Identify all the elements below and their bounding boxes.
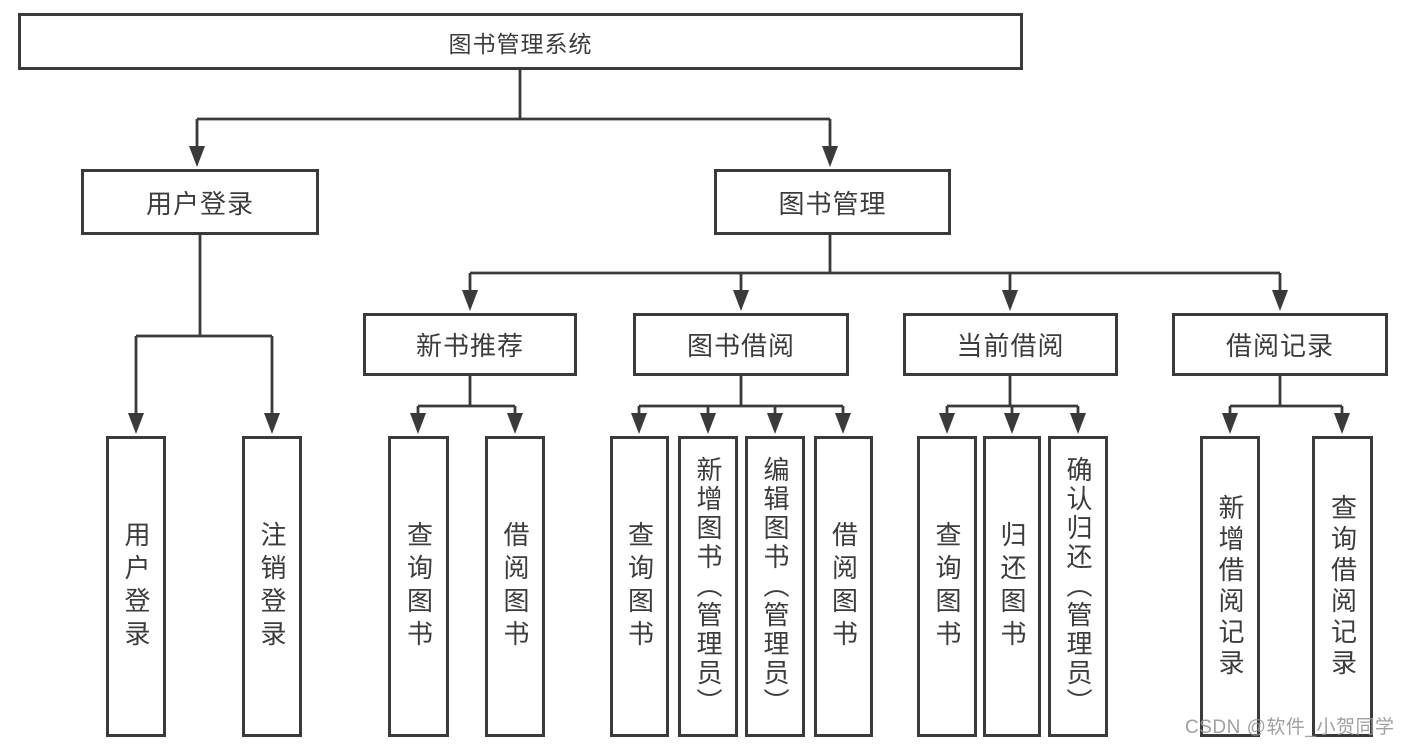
node-new-book-recommend: 新书推荐 [363, 313, 577, 376]
leaf-confirm-return-admin: 确认归还（管理员） [1048, 436, 1108, 737]
node-borrow-records: 借阅记录 [1172, 313, 1388, 376]
node-book-management-label: 图书管理 [778, 188, 887, 219]
csdn-watermark: CSDN @软件_小贺同学 [1185, 717, 1395, 738]
leaf-query-books-current-label: 查询图书 [932, 520, 962, 653]
leaf-query-books-borrow: 查询图书 [610, 436, 669, 737]
node-current-borrow: 当前借阅 [903, 313, 1118, 376]
leaf-return-books-label: 归还图书 [997, 520, 1027, 653]
node-book-borrow-label: 图书借阅 [686, 331, 795, 361]
leaf-return-books: 归还图书 [983, 436, 1041, 737]
node-user-login: 用户登录 [81, 169, 319, 235]
leaf-borrow-books-recommend: 借阅图书 [485, 436, 545, 737]
leaf-borrow-books: 借阅图书 [814, 436, 873, 737]
leaf-logout: 注销登录 [242, 436, 302, 737]
leaf-borrow-books-label: 借阅图书 [828, 520, 859, 653]
leaf-confirm-return-admin-label: 确认归还（管理员） [1063, 456, 1093, 717]
node-library-system: 图书管理系统 [18, 13, 1023, 70]
node-current-borrow-label: 当前借阅 [956, 331, 1065, 361]
node-new-book-recommend-label: 新书推荐 [415, 331, 524, 361]
node-library-system-label: 图书管理系统 [448, 30, 593, 57]
node-user-login-label: 用户登录 [145, 188, 254, 219]
leaf-add-book-admin: 新增图书（管理员） [678, 436, 738, 737]
leaf-user-login: 用户登录 [106, 436, 166, 737]
leaf-query-borrow-record: 查询借阅记录 [1312, 436, 1373, 737]
leaf-query-books-recommend-label: 查询图书 [403, 520, 434, 653]
leaf-user-login-label: 用户登录 [121, 520, 151, 653]
leaf-query-borrow-record-label: 查询借阅记录 [1327, 493, 1358, 680]
leaf-query-books-current: 查询图书 [917, 436, 977, 737]
leaf-edit-book-admin: 编辑图书（管理员） [745, 436, 805, 737]
node-book-borrow: 图书借阅 [633, 313, 849, 376]
leaf-query-books-recommend: 查询图书 [388, 436, 449, 737]
leaf-add-book-admin-label: 新增图书（管理员） [693, 456, 723, 717]
node-book-management: 图书管理 [714, 169, 951, 235]
leaf-edit-book-admin-label: 编辑图书（管理员） [760, 456, 790, 717]
leaf-add-borrow-record: 新增借阅记录 [1200, 436, 1260, 737]
node-borrow-records-label: 借阅记录 [1225, 331, 1334, 361]
leaf-logout-label: 注销登录 [257, 520, 287, 653]
leaf-query-books-borrow-label: 查询图书 [624, 520, 655, 653]
leaf-borrow-books-recommend-label: 借阅图书 [500, 520, 530, 653]
leaf-add-borrow-record-label: 新增借阅记录 [1215, 493, 1245, 680]
